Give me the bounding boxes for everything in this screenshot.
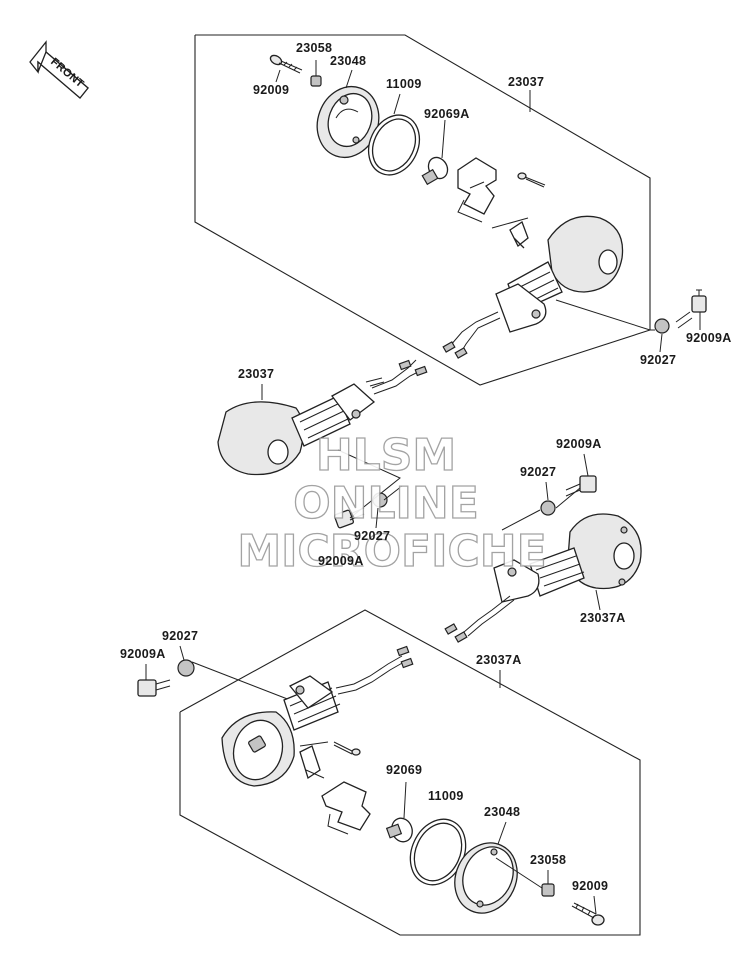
label-92027-r1: 92027	[640, 353, 676, 367]
signal-housing-23037A-bot	[221, 645, 414, 787]
socket-bracket-bottom	[321, 781, 371, 835]
clip-bottom	[299, 741, 329, 780]
socket-bracket-top	[457, 157, 497, 223]
watermark-line2: ONLINE	[293, 478, 479, 529]
grommet-23058-top	[310, 60, 322, 87]
screw-92009-top	[269, 54, 303, 74]
label-92027-mid: 92027	[354, 529, 390, 543]
leader-r2	[501, 487, 581, 531]
bulb-92069-bottom	[385, 781, 413, 843]
label-11009-bot: 11009	[428, 789, 464, 803]
bottom-assembly-frame	[179, 609, 641, 936]
leader-bl	[191, 661, 291, 701]
label-23037-mid: 23037	[238, 367, 274, 381]
bolt-92009A-bl	[137, 679, 171, 697]
label-23058-top: 23058	[296, 41, 332, 55]
label-23048-bot: 23048	[484, 805, 520, 819]
grommet-23058-bottom	[495, 857, 555, 897]
gasket-11009-bottom	[409, 818, 467, 886]
screw-bottom-small	[333, 741, 361, 756]
bolt-92009A-r2	[565, 475, 597, 497]
label-92009-top: 92009	[253, 83, 289, 97]
signal-housing-23037A-mid	[444, 513, 642, 643]
label-23037A-mid: 23037A	[580, 611, 626, 625]
label-92009A-r2: 92009A	[556, 437, 602, 451]
label-23037A-bot: 23037A	[476, 653, 522, 667]
label-leaders	[145, 69, 701, 915]
label-92009A-mid: 92009A	[318, 554, 364, 568]
label-92027-bl: 92027	[162, 629, 198, 643]
watermark-line3: MICROFICHE	[237, 526, 546, 577]
watermark-line1: HLSM	[316, 430, 456, 481]
label-92069: 92069	[386, 763, 422, 777]
lens-23048-bottom	[454, 842, 518, 914]
label-92009A-r1: 92009A	[686, 331, 732, 345]
leader-r1	[555, 299, 651, 331]
label-23058-bot: 23058	[530, 853, 566, 867]
leader-mid	[337, 449, 403, 519]
label-23037-top: 23037	[508, 75, 544, 89]
screw-top-small	[517, 172, 546, 188]
label-92009A-bl: 92009A	[120, 647, 166, 661]
washer-92027-r2	[540, 500, 556, 516]
bolt-92009A-r1	[675, 289, 707, 329]
signal-housing-23037-top	[442, 215, 624, 359]
label-92027-r2: 92027	[520, 465, 556, 479]
label-92069A: 92069A	[424, 107, 470, 121]
watermark: HLSM ONLINE MICROFICHE	[237, 429, 548, 577]
clip-top	[491, 217, 529, 249]
gasket-11009-top	[367, 114, 421, 176]
washer-92027-bl	[177, 659, 195, 677]
bulb-92069A-top	[421, 119, 449, 186]
front-arrow-icon: FRONT	[29, 40, 89, 99]
label-11009-top: 11009	[386, 77, 422, 91]
label-92009-bot: 92009	[572, 879, 608, 893]
signal-housing-23037-mid	[217, 359, 428, 476]
washer-92027-r1	[650, 318, 670, 334]
screw-92009-bottom	[571, 902, 605, 926]
label-23048-top: 23048	[330, 54, 366, 68]
